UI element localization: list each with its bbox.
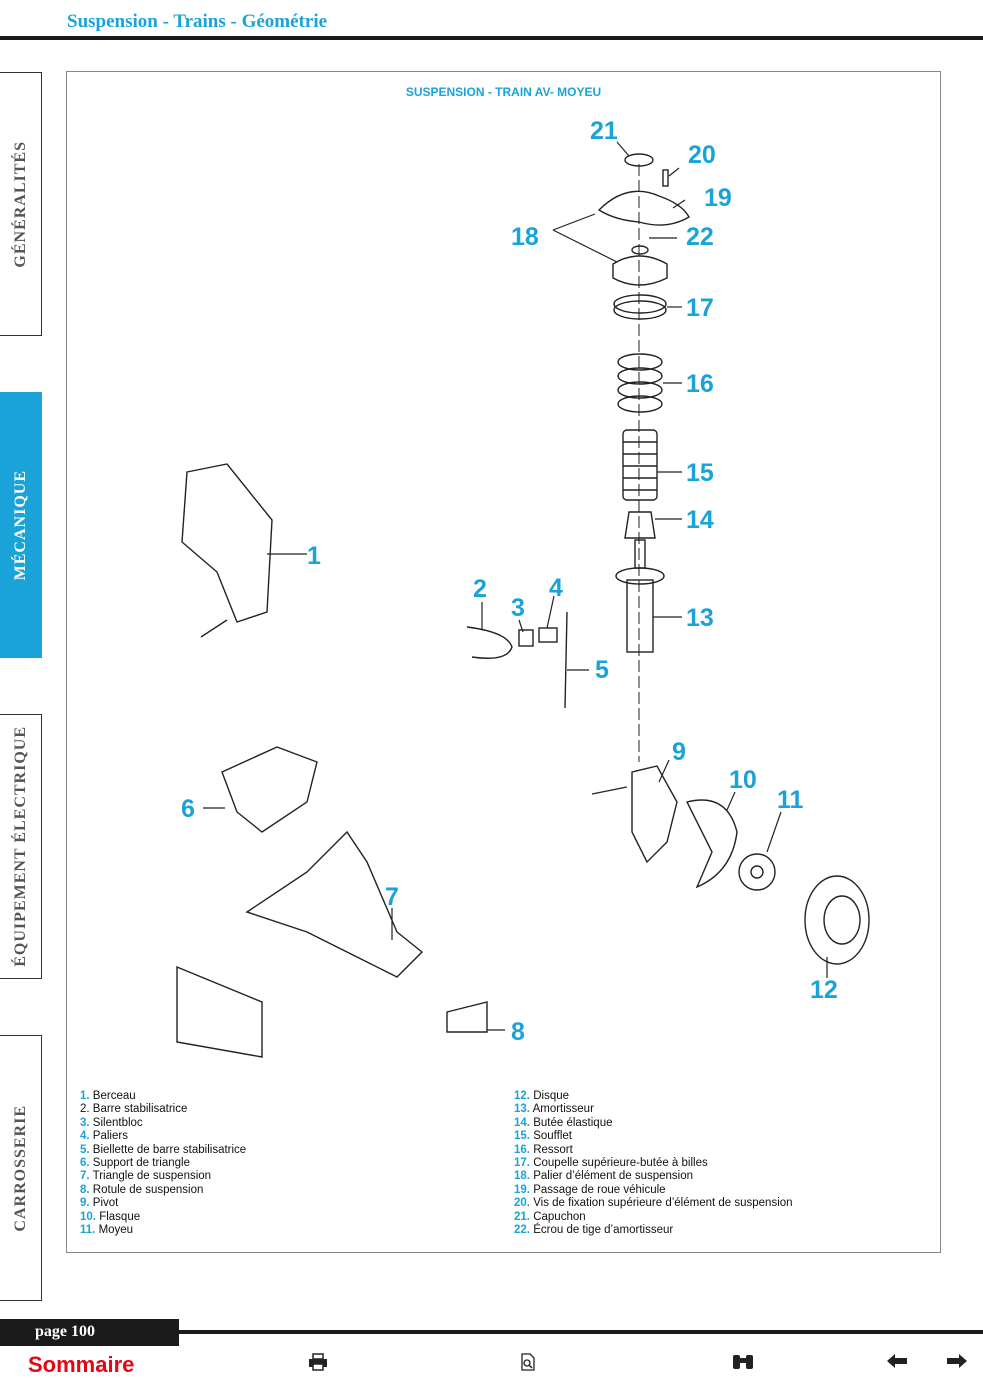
callout-20: 20 [688, 141, 716, 169]
legend-item: 21. Capuchon [514, 1210, 586, 1223]
legend-item: 13. Amortisseur [514, 1103, 594, 1116]
page-header-title: Suspension - Trains - Géométrie [67, 11, 328, 32]
callout-8: 8 [511, 1018, 525, 1046]
legend-item: 14. Butée élastique [514, 1116, 613, 1129]
legend-right: 12. Disque 13. Amortisseur 14. Butée éla… [514, 1090, 793, 1237]
capuchon-shape [624, 153, 654, 167]
arrow-left-icon[interactable] [886, 1353, 908, 1374]
exploded-suspension-diagram: 1 2 3 4 5 6 7 8 9 10 11 12 13 14 15 16 1… [176, 117, 870, 1058]
legend-left: 1. Berceau 2. Barre stabilisatrice 3. Si… [80, 1090, 246, 1237]
callout-4: 4 [549, 574, 563, 602]
moyeu-shape [738, 853, 776, 891]
legend-item: 17. Coupelle supérieure-butée à billes [514, 1157, 708, 1170]
tab-equipement-electrique[interactable]: ÉQUIPEMENT ÉLECTRIQUE [0, 714, 42, 979]
callout-9: 9 [672, 738, 686, 766]
legend-item: 9. Pivot [80, 1197, 119, 1210]
ressort-shape [617, 353, 663, 413]
butee-shape [624, 511, 656, 539]
support-triangle-shape [221, 746, 318, 833]
callout-17: 17 [686, 294, 714, 322]
legend-item: 1. Berceau [80, 1090, 136, 1102]
page-number: page 100 [0, 1319, 179, 1346]
legend-item: 2. Barre stabilisatrice [80, 1103, 188, 1116]
arrow-right-icon[interactable] [946, 1353, 968, 1374]
legend-item: 18. Palier d’élément de suspension [514, 1170, 694, 1183]
amortisseur-shape [626, 579, 654, 653]
callout-6: 6 [181, 795, 195, 823]
legend-item: 4. Paliers [80, 1130, 128, 1143]
callout-10: 10 [729, 766, 757, 794]
legend-item: 7. Triangle de suspension [80, 1170, 212, 1183]
coupelle-shape [613, 294, 667, 314]
callout-11: 11 [777, 786, 804, 814]
tab-mecanique[interactable]: MÉCANIQUE [0, 392, 42, 658]
flasque-shape [685, 799, 738, 889]
pivot-shape [631, 765, 678, 864]
callout-21: 21 [590, 117, 618, 145]
legend-item: 22. Écrou de tige d’amortisseur [514, 1224, 674, 1237]
legend-item: 10. Flasque [80, 1210, 141, 1223]
disque-shape [804, 875, 870, 965]
callout-13: 13 [686, 604, 714, 632]
legend-item: 15. Soufflet [514, 1130, 572, 1143]
silentbloc-shape [518, 629, 534, 647]
triangle-suspension-shape [245, 830, 424, 978]
callout-5: 5 [595, 656, 609, 684]
callout-22: 22 [686, 223, 714, 251]
callout-19: 19 [704, 184, 732, 212]
binoculars-icon[interactable] [731, 1353, 755, 1376]
soufflet-shape [622, 429, 658, 501]
legend-item: 3. Silentbloc [80, 1116, 143, 1129]
rotule-shape [446, 1001, 488, 1033]
document-zoom-icon[interactable] [520, 1353, 536, 1376]
callout-3: 3 [511, 594, 525, 622]
legend-item: 5. Biellette de barre stabilisatrice [80, 1143, 247, 1156]
sommaire-link[interactable]: Sommaire [28, 1352, 135, 1377]
legend-item: 19. Passage de roue véhicule [514, 1183, 666, 1196]
paliers-shape [538, 627, 558, 643]
callout-18: 18 [511, 223, 539, 251]
palier-shape [612, 255, 668, 286]
callout-2: 2 [473, 575, 487, 603]
legend-item: 20. Vis de fixation supérieure d’élément… [514, 1197, 793, 1210]
tab-carrosserie[interactable]: CARROSSERIE [0, 1035, 42, 1301]
biellette-shape [564, 611, 568, 709]
callout-16: 16 [686, 370, 714, 398]
passage-roue-shape [597, 190, 690, 226]
diagram-frame: SUSPENSION - TRAIN AV- MOYEU [66, 71, 941, 1253]
header-rule [0, 36, 983, 40]
callout-1: 1 [307, 542, 321, 570]
diagram-title: SUSPENSION - TRAIN AV- MOYEU [405, 85, 602, 99]
footer-rule [179, 1330, 983, 1334]
barre-stabilisatrice-shape [466, 626, 513, 659]
legend-item: 16. Ressort [514, 1143, 573, 1156]
legend-item: 8. Rotule de suspension [80, 1183, 204, 1196]
legend-item: 12. Disque [514, 1090, 570, 1102]
tab-generalites[interactable]: GÉNÉRALITÉS [0, 72, 42, 336]
berceau-shape [181, 463, 273, 623]
legend-item: 6. Support de triangle [80, 1157, 190, 1170]
print-icon[interactable] [308, 1353, 328, 1376]
callout-14: 14 [686, 506, 714, 534]
legend-item: 11. Moyeu [80, 1224, 134, 1237]
callout-12: 12 [810, 976, 838, 1004]
callout-7: 7 [385, 883, 399, 911]
callout-15: 15 [686, 459, 714, 487]
